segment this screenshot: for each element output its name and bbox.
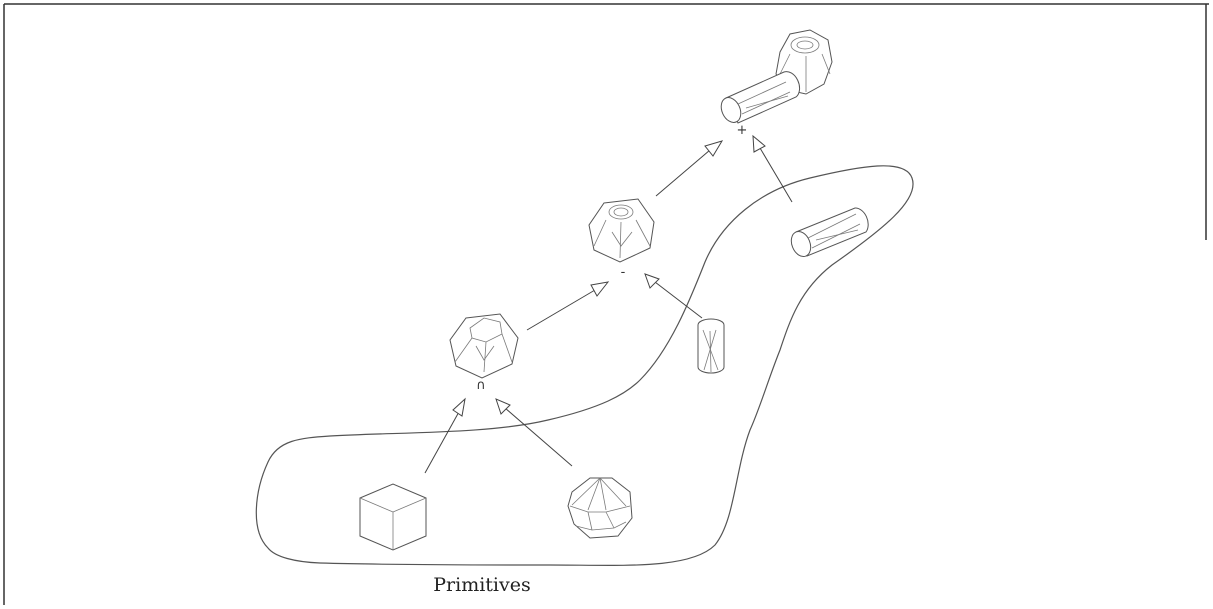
arrow-long-cylinder-to-union (752, 134, 793, 203)
primitives-boundary (255, 165, 914, 567)
difference-operator-label: - (621, 265, 626, 280)
arrow-difference-to-union (655, 140, 724, 197)
intersection-result (449, 313, 519, 379)
union-operator-label: + (737, 123, 748, 138)
primitives-caption: Primitives (433, 574, 530, 596)
sphere-primitive (567, 477, 633, 539)
cube-primitive (359, 483, 427, 551)
long-cylinder-primitive (790, 207, 869, 258)
arrow-cylinder-to-difference (644, 273, 703, 319)
intersection-operator-label: ∩ (476, 378, 486, 393)
arrow-cube-to-intersection (424, 397, 466, 474)
diagram-frame (3, 3, 1209, 605)
difference-result (588, 198, 655, 263)
small-cylinder-primitive (697, 318, 725, 374)
arrow-sphere-to-intersection (495, 398, 573, 467)
union-result (720, 29, 833, 124)
arrow-intersection-to-difference (526, 281, 610, 331)
